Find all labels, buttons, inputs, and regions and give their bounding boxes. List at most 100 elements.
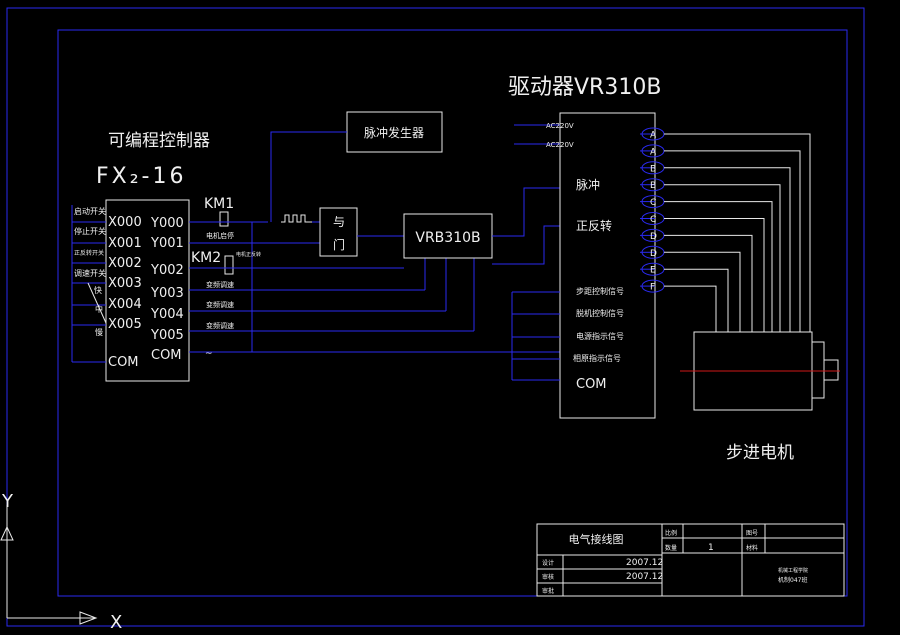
pulse-gen-wire: [270, 131, 347, 222]
driver-terminal-6: D: [640, 228, 753, 332]
pulse-waveform: [281, 214, 312, 223]
label-stop-switch: 停止开关: [74, 226, 106, 236]
label-dir-switch: 正反转开关: [74, 249, 104, 257]
output-wiring: [189, 221, 560, 353]
plc-model: FX₂-16: [96, 164, 186, 189]
driver-terminal-4: C: [640, 195, 773, 332]
motor-shaft: [823, 359, 839, 381]
vrb310b-label: VRB310B: [415, 230, 480, 246]
driver-terminal-label: B: [650, 164, 656, 174]
tb-material: 材料: [746, 544, 758, 552]
plc-input-x002: X002: [108, 256, 142, 271]
km2-coil: [224, 255, 234, 275]
tb-date-1: 2007.12: [626, 558, 663, 568]
driver-com-label: COM: [576, 377, 607, 392]
x-axis-label: X: [110, 612, 122, 633]
plc-output-y005: Y005: [150, 328, 184, 343]
driver-offline-signal: 脱机控制信号: [576, 308, 624, 318]
y-axis-label: Y: [1, 491, 14, 512]
driver-pulse-label: 脉冲: [576, 177, 600, 192]
driver-terminal-label: B: [650, 181, 656, 191]
motor-flange: [811, 341, 825, 399]
plc-output-y002: Y002: [150, 263, 184, 278]
plc-output-com: COM: [151, 348, 182, 363]
and-gate-box: [319, 207, 358, 257]
driver-terminal-5: C: [640, 212, 765, 332]
driver-step-signal: 步距控制信号: [576, 286, 624, 296]
km1-coil: [219, 211, 229, 227]
label-vf-speed-1: 变频调速: [206, 280, 234, 289]
label-vf-speed-3: 变频调速: [206, 321, 234, 330]
plc-output-y000: Y000: [150, 216, 184, 231]
tb-designer: 设计: [542, 559, 554, 567]
stepper-motor-label: 步进电机: [726, 443, 794, 463]
driver-terminal-label: A: [650, 131, 657, 141]
outer-border: [6, 7, 865, 627]
tb-school-2: 机制047班: [778, 576, 807, 584]
driver-terminal-label: C: [650, 198, 656, 208]
driver-terminal-label: A: [650, 147, 657, 157]
plc-output-y001: Y001: [150, 236, 184, 251]
input-switch-wiring: [71, 205, 107, 363]
label-motor-dir: 电机正反转: [236, 251, 261, 258]
plc-output-y003: Y003: [150, 286, 184, 301]
driver-phase-signal: 相原指示信号: [573, 353, 621, 363]
plc-output-y004: Y004: [150, 307, 184, 322]
driver-terminal-label: D: [650, 249, 657, 259]
plc-title: 可编程控制器: [108, 131, 210, 151]
driver-title: 驱动器VR310B: [508, 75, 661, 100]
driver-terminal-3: B: [640, 178, 781, 332]
driver-signal-wiring: [511, 291, 560, 381]
plc-input-x001: X001: [108, 236, 142, 251]
tb-date-2: 2007.12: [626, 572, 663, 582]
driver-dir-label: 正反转: [576, 218, 612, 233]
tilde-symbol: ~: [205, 349, 213, 359]
driver-terminal-0: A: [640, 127, 811, 332]
relay-km1: KM1: [204, 196, 234, 212]
plc-input-com: COM: [108, 355, 139, 370]
relay-km2: KM2: [191, 250, 221, 266]
driver-terminal-label: F: [650, 283, 655, 293]
driver-terminal-1: A: [640, 144, 801, 332]
tb-scale-label: 比例: [665, 529, 677, 537]
driver-terminal-7: D: [640, 245, 741, 332]
driver-terminal-2: B: [640, 161, 791, 332]
label-slow: 慢: [95, 327, 103, 337]
label-start-switch: 启动开关: [74, 206, 106, 216]
ac220v-1: AC220V: [546, 122, 574, 130]
plc-input-x003: X003: [108, 276, 142, 291]
tb-drawing-no: 图号: [746, 530, 758, 537]
label-fast: 快: [94, 285, 102, 295]
tb-school-1: 机械工程学院: [778, 567, 808, 574]
driver-terminal-8: E: [640, 262, 729, 332]
tb-checker: 审核: [542, 573, 554, 581]
label-vf-speed-2: 变频调速: [206, 300, 234, 309]
driver-terminal-9: F: [640, 279, 717, 332]
driver-terminal-label: C: [650, 215, 656, 225]
plc-input-x000: X000: [108, 215, 142, 230]
ac220v-2: AC220V: [546, 141, 574, 149]
plc-input-x004: X004: [108, 297, 142, 312]
label-medium: 中: [95, 304, 103, 314]
ucs-axis-icon: Y X: [0, 491, 122, 633]
tb-approver: 审批: [542, 587, 554, 595]
driver-box: [559, 112, 656, 419]
plc-input-x005: X005: [108, 317, 142, 332]
label-motor-startstop: 电机启停: [206, 231, 234, 240]
label-speed-switch: 调速开关: [74, 268, 106, 278]
tb-qty-label: 数量: [665, 544, 677, 552]
tb-qty-value: 1: [708, 543, 714, 553]
and-gate-label-2: 门: [333, 237, 345, 252]
inner-border: [57, 29, 848, 597]
driver-power-signal: 电源指示信号: [576, 331, 624, 341]
title-block-name: 电气接线图: [569, 532, 624, 546]
and-gate-label-1: 与: [333, 215, 345, 229]
driver-terminal-label: D: [650, 232, 657, 242]
pulse-generator-label: 脉冲发生器: [364, 125, 424, 140]
driver-terminal-label: E: [650, 266, 656, 276]
title-block: [536, 523, 845, 597]
